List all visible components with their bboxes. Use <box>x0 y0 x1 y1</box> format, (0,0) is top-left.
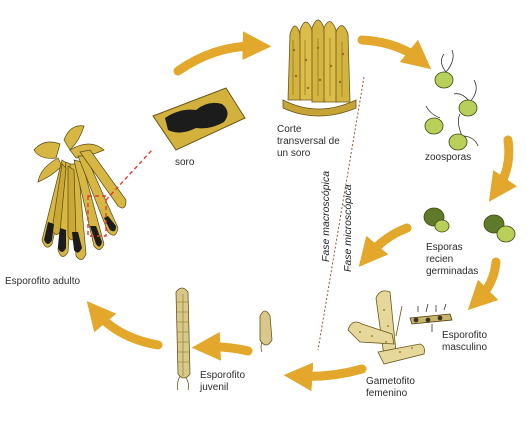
arrow-cut-to-zoospores <box>362 40 420 60</box>
label-fase-microscopica: Fase microscópica <box>342 184 354 272</box>
germinated-spores-illustration <box>424 208 515 242</box>
label-corte-transversal: Corte transversal de un soro <box>277 124 340 160</box>
label-esporofito-adulto: Esporofito adulto <box>5 276 80 288</box>
zoospores-illustration <box>425 50 478 150</box>
arrow-adult-to-sorus <box>178 46 257 71</box>
sorus-illustration <box>153 88 245 150</box>
label-fase-macroscopica: Fase macroscópica <box>320 171 332 262</box>
label-esporofito-juvenil: Esporofito juvenil <box>200 370 245 394</box>
label-gametofito-femenino: Gametofito femenino <box>366 376 415 400</box>
arrow-juvenile-to-adult <box>96 312 158 345</box>
female-gametophyte-illustration <box>348 291 425 364</box>
arrow-zoospores-down <box>497 140 509 190</box>
arrow-gametophyte-to-juvenile <box>298 369 362 376</box>
arrow-to-male <box>478 262 496 300</box>
male-sporophyte-illustration <box>410 304 452 332</box>
label-esporofito-masculino: Esporofito masculino <box>442 330 487 354</box>
arrow-to-germinated <box>368 228 407 256</box>
label-esporas-germinadas: Esporas recien germinadas <box>426 242 478 278</box>
label-zoosporas: zoosporas <box>425 152 471 164</box>
sorus-section-illustration <box>283 20 356 116</box>
label-soro: soro <box>175 157 194 169</box>
arrow-juvenile-small <box>206 347 248 351</box>
